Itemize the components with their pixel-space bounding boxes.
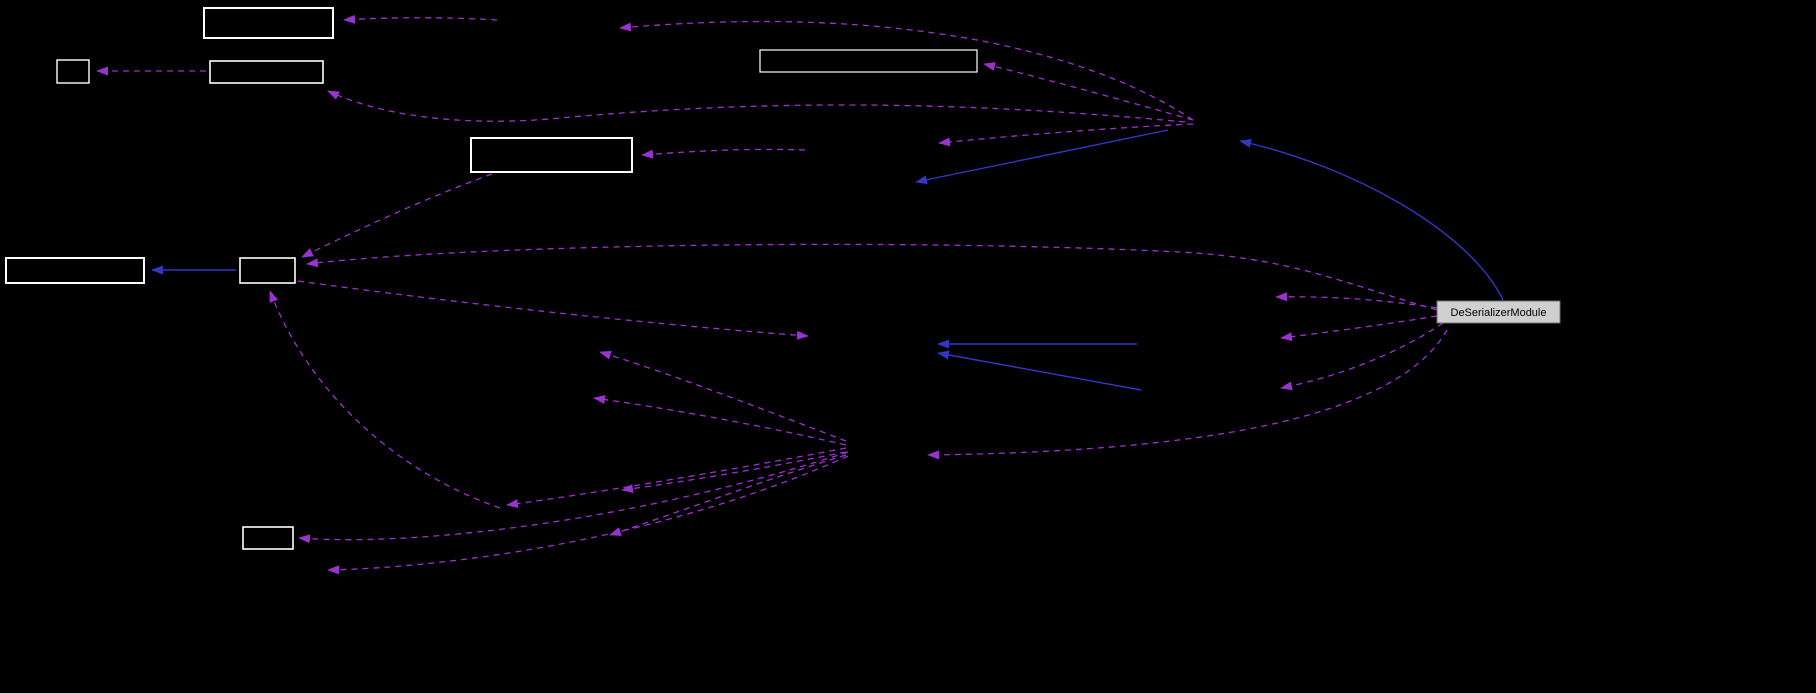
dependency-edge-edge-d20 (1275, 292, 1438, 309)
dependency-edge-edge-d8 (301, 173, 493, 258)
dependency-edge-edge-d18 (269, 290, 501, 509)
current-class-node (1436, 300, 1561, 324)
dependency-edge-edge-d17 (327, 455, 849, 575)
dependency-edge-edge-d9 (306, 243, 1438, 311)
dependency-edge-edge-d5 (938, 123, 1194, 147)
inheritance-edge-edge-s3 (1239, 139, 1504, 301)
dependency-edge-edge-d16 (298, 451, 849, 544)
class-node-2[interactable] (56, 59, 90, 84)
inheritance-edge-edge-s5 (937, 350, 1142, 391)
inheritance-edge-edge-s2 (915, 129, 1169, 185)
class-node-8[interactable] (242, 526, 294, 550)
class-node-5[interactable] (5, 257, 145, 284)
dependency-edge-edge-d1 (343, 14, 498, 24)
class-node-7[interactable] (759, 49, 978, 73)
nodes-layer (5, 7, 978, 550)
dependency-edge-edge-d12 (593, 395, 847, 446)
dependency-edge-edge-d13 (621, 451, 847, 494)
class-node-4[interactable] (470, 137, 633, 173)
dependency-edge-edge-d3 (619, 20, 1194, 121)
dependency-edge-edge-d15 (506, 447, 847, 509)
dependency-edge-edge-d7 (641, 148, 806, 159)
dependency-edge-edge-d6 (327, 90, 1186, 123)
highlight-layer: DeSerializerModule (1436, 300, 1561, 324)
dependency-edge-edge-d19 (927, 329, 1448, 460)
class-node-6[interactable] (239, 257, 296, 284)
class-node-1[interactable] (203, 7, 334, 39)
class-node-3[interactable] (209, 60, 324, 84)
current-class-label: DeSerializerModule (1451, 307, 1547, 319)
dependency-edge-edge-d10 (297, 280, 809, 340)
dependency-edge-edge-d14 (609, 454, 847, 536)
edges-layer (96, 14, 1504, 575)
dependency-edge-edge-d21 (1280, 315, 1438, 342)
